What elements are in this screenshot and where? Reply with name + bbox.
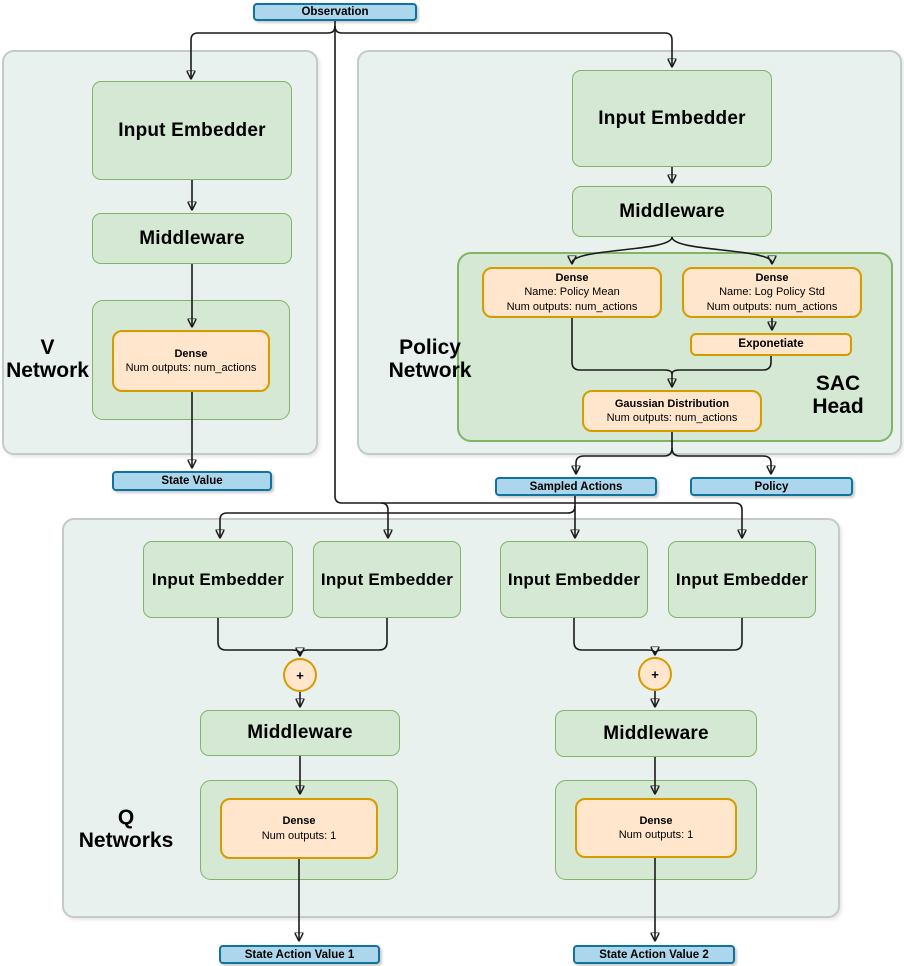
- policy-input-embedder: Input Embedder: [572, 70, 772, 167]
- v-input-embedder: Input Embedder: [92, 81, 292, 180]
- q2-dense-title: Dense: [639, 814, 673, 827]
- sac-head-label-line2: Head: [812, 395, 864, 419]
- state-action-value-2-node: State Action Value 2: [573, 945, 735, 964]
- v-dense: Dense Num outputs: num_actions: [112, 330, 270, 392]
- v-network-label: V Network: [0, 336, 95, 382]
- policy-network-label-line1: Policy: [399, 336, 461, 359]
- q1-middleware: Middleware: [200, 710, 400, 756]
- policy-output-node: Policy: [690, 477, 853, 496]
- dense-policy-mean: Dense Name: Policy Mean Num outputs: num…: [482, 267, 662, 318]
- q-networks-label-line2: Networks: [78, 829, 174, 853]
- policy-network-label-line2: Network: [388, 359, 472, 383]
- observation-node: Observation: [253, 3, 417, 21]
- dense-policy-mean-line2: Num outputs: num_actions: [506, 300, 638, 313]
- dense-log-policy-std-title: Dense: [755, 272, 789, 285]
- q1-input-embedder-action: Input Embedder: [313, 541, 461, 618]
- policy-network-label: Policy Network: [360, 336, 500, 382]
- state-action-value-1-node: State Action Value 1: [219, 945, 380, 964]
- gaussian-distribution-node: Gaussian Distribution Num outputs: num_a…: [582, 390, 762, 432]
- dense-policy-mean-line1: Name: Policy Mean: [524, 286, 620, 299]
- q2-dense-line1: Num outputs: 1: [618, 829, 694, 841]
- sampled-actions-node: Sampled Actions: [495, 477, 657, 496]
- v-dense-title: Dense: [174, 347, 208, 360]
- exponetiate-node: Exponetiate: [690, 333, 852, 356]
- sac-head-label: SAC Head: [788, 372, 888, 418]
- dense-log-policy-std-line1: Name: Log Policy Std: [719, 286, 825, 299]
- exponetiate-label: Exponetiate: [738, 338, 804, 351]
- dense-log-policy-std: Dense Name: Log Policy Std Num outputs: …: [682, 267, 862, 318]
- gaussian-line1: Num outputs: num_actions: [606, 412, 738, 424]
- state-value-node: State Value: [112, 471, 272, 491]
- q2-input-embedder-obs: Input Embedder: [668, 541, 816, 618]
- q1-dense-line1: Num outputs: 1: [261, 829, 337, 842]
- dense-policy-mean-title: Dense: [555, 272, 589, 285]
- v-dense-line1: Num outputs: num_actions: [125, 362, 257, 374]
- q2-dense: Dense Num outputs: 1: [575, 798, 737, 858]
- q2-middleware: Middleware: [555, 710, 757, 757]
- q-networks-label-line1: Q: [117, 806, 135, 829]
- q1-input-embedder-obs: Input Embedder: [143, 541, 293, 618]
- q-networks-label: Q Networks: [66, 806, 186, 852]
- policy-middleware: Middleware: [572, 186, 772, 237]
- q1-add-merge-icon: +: [283, 658, 317, 692]
- v-network-label-line2: Network: [6, 359, 89, 383]
- sac-head-label-line1: SAC: [815, 372, 861, 395]
- q2-input-embedder-action: Input Embedder: [500, 541, 648, 618]
- dense-log-policy-std-line2: Num outputs: num_actions: [706, 300, 838, 313]
- q1-dense-title: Dense: [282, 815, 316, 828]
- q2-add-merge-icon: +: [638, 657, 672, 691]
- q1-dense: Dense Num outputs: 1: [220, 798, 378, 859]
- gaussian-title: Gaussian Distribution: [614, 397, 730, 410]
- v-network-label-line1: V: [40, 336, 55, 359]
- v-middleware: Middleware: [92, 213, 292, 264]
